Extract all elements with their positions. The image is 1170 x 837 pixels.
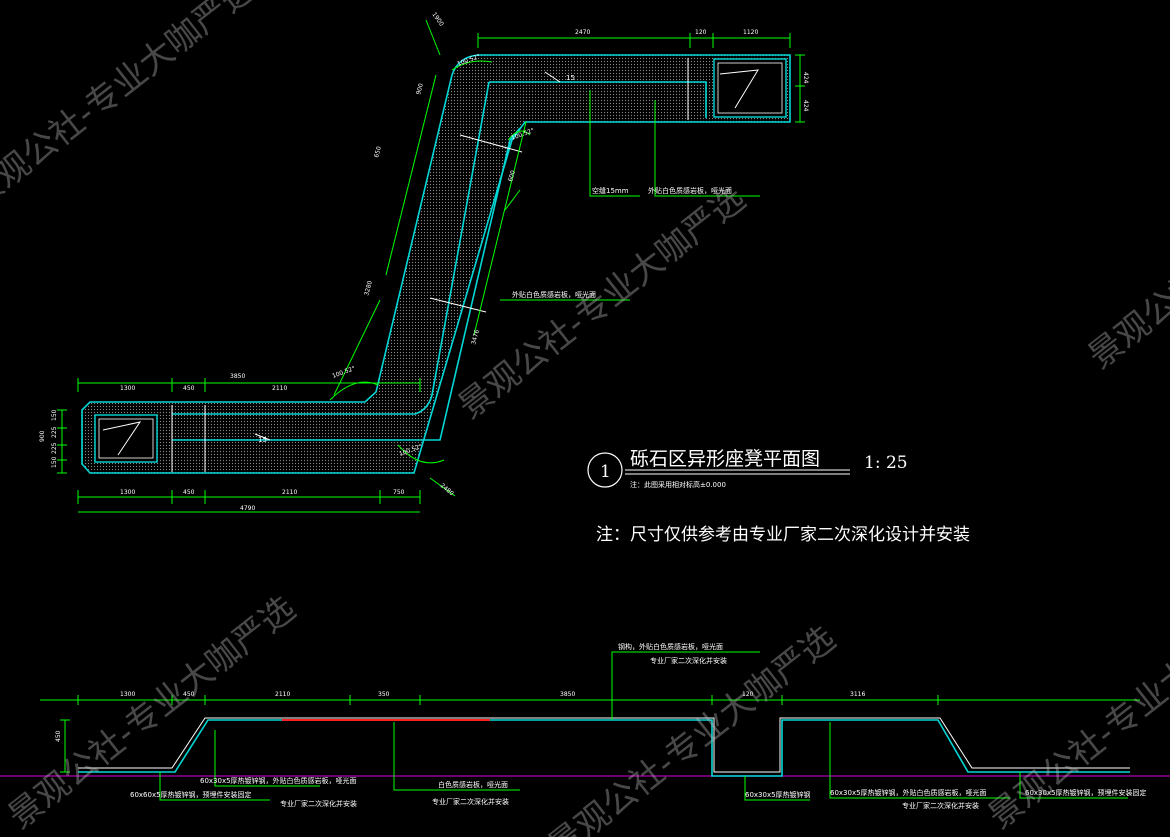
leader-b5 bbox=[829, 722, 1010, 799]
sec-dim-h: 450 bbox=[55, 730, 62, 742]
slope-label-bot: 15 bbox=[258, 436, 267, 444]
label-finish-top: 外贴白色质感岩板，哑光面 bbox=[648, 186, 732, 195]
dim-c650: 650 bbox=[373, 145, 383, 158]
sec-label-b6a: 60x30x5厚热镀锌钢，预埋件安装固定 bbox=[1025, 788, 1147, 797]
planter-inner-top bbox=[717, 62, 783, 114]
drawing-title: 砾石区异形座凳平面图 bbox=[630, 448, 820, 470]
sec-label-b5b: 专业厂家二次深化并安装 bbox=[902, 801, 979, 810]
planter-mark-top bbox=[719, 69, 759, 109]
sec-dim-s3: 2110 bbox=[275, 691, 290, 698]
sec-label-b3b: 专业厂家二次深化并安装 bbox=[432, 797, 509, 806]
planter-inner-left bbox=[98, 418, 154, 459]
leader-b1b bbox=[159, 772, 270, 801]
seam-1 bbox=[459, 134, 523, 153]
plan-dimension-lines bbox=[57, 19, 805, 513]
sec-dim-s2: 450 bbox=[183, 691, 195, 698]
sec-label-b4a: 60x30x5厚热镀锌钢 bbox=[745, 790, 811, 799]
slope-arrow-bot bbox=[254, 433, 271, 441]
dim-right-b: 424 bbox=[802, 100, 809, 112]
leader-finish-top bbox=[654, 100, 760, 197]
dim-top-450: 450 bbox=[183, 385, 195, 392]
section-dim-line bbox=[40, 695, 1140, 705]
sec-dim-s7: 3116 bbox=[850, 691, 865, 698]
leader-b3 bbox=[393, 722, 520, 791]
drawing-remark: 注：尺寸仅供参考由专业厂家二次深化设计并安装 bbox=[596, 525, 970, 545]
dim-bot-450: 450 bbox=[183, 489, 195, 496]
section-view: 450 1300 450 2110 350 3850 120 3116 钢构，外… bbox=[0, 642, 1170, 810]
dim-top-120: 120 bbox=[695, 29, 707, 36]
dim-v-a: 150 bbox=[51, 409, 58, 421]
plan-view: 15 15 2470 120 1120 424 424 1900 100.52° bbox=[39, 11, 809, 513]
inner-edge-right bbox=[172, 127, 521, 441]
section-profile-outer bbox=[78, 719, 1130, 777]
planter-box-left bbox=[94, 414, 158, 463]
sec-dim-s4: 350 bbox=[378, 691, 390, 698]
seam-2 bbox=[429, 297, 487, 313]
dim-bot-1300: 1300 bbox=[120, 489, 135, 496]
leader-b1 bbox=[214, 730, 320, 787]
sec-label-top-1: 钢构，外贴白色质感岩板，哑光面 bbox=[618, 642, 723, 651]
dim-right-a: 424 bbox=[802, 72, 809, 84]
title-block: 1 砾石区异形座凳平面图 1: 25 注：此图采用相对标高±0.000 注：尺寸… bbox=[587, 448, 970, 545]
index-circle bbox=[587, 452, 623, 488]
inner-edge-left bbox=[172, 81, 490, 415]
label-finish-mid: 外贴白色质感岩板，哑光面 bbox=[512, 290, 596, 299]
drawing-subnote: 注：此图采用相对标高±0.000 bbox=[630, 480, 726, 489]
sec-label-b5a: 60x30x5厚热镀锌钢，外贴白色质感岩板，哑光面 bbox=[830, 788, 987, 797]
leader-b4 bbox=[744, 776, 810, 801]
dim-c600: 600 bbox=[507, 169, 517, 182]
drawing-scale: 1: 25 bbox=[864, 453, 908, 473]
slope-label-top: 15 bbox=[566, 74, 575, 82]
sec-dim-s5: 3850 bbox=[560, 691, 575, 698]
leader-b6 bbox=[1019, 772, 1128, 799]
dim-v-total: 900 bbox=[39, 430, 46, 442]
dim-v-c: 225 bbox=[51, 442, 58, 454]
dim-v-b: 225 bbox=[51, 426, 58, 438]
dim-bot-2110: 2110 bbox=[282, 489, 297, 496]
sec-label-top-2: 专业厂家二次深化并安装 bbox=[650, 656, 727, 665]
section-height-line bbox=[60, 719, 70, 773]
dim-right-mid: 3476 bbox=[470, 329, 481, 346]
label-gap: 空缝15mm bbox=[592, 186, 629, 195]
dim-bot-750: 750 bbox=[393, 489, 405, 496]
sec-dim-s1: 1300 bbox=[120, 691, 135, 698]
sec-label-b3a: 白色质感岩板，哑光面 bbox=[438, 780, 508, 789]
index-number: 1 bbox=[600, 462, 611, 482]
leader-sec-top bbox=[611, 651, 760, 720]
leader-gap bbox=[589, 90, 640, 197]
dim-top-2110: 2110 bbox=[272, 385, 287, 392]
slope-arrow-top bbox=[544, 71, 561, 83]
dim-left-b: 3280 bbox=[363, 280, 374, 297]
dim-top-3850: 3850 bbox=[230, 373, 245, 380]
section-profile-inner bbox=[78, 717, 1130, 773]
sec-label-b2a: 专业厂家二次深化并安装 bbox=[280, 799, 357, 808]
dim-top-1300: 1300 bbox=[120, 385, 135, 392]
dim-top-1120: 1120 bbox=[743, 29, 758, 36]
sec-dim-s6: 120 bbox=[742, 691, 754, 698]
dim-top-2470: 2470 bbox=[575, 29, 590, 36]
sec-label-b1a: 60x30x5厚热镀锌钢，外贴白色质感岩板，哑光面 bbox=[200, 776, 357, 785]
inner-edge-top bbox=[489, 81, 707, 118]
bench-plan-outline bbox=[81, 54, 791, 474]
planter-box-top bbox=[713, 58, 787, 118]
dim-v-d: 150 bbox=[51, 456, 58, 468]
dim-left-a: 900 bbox=[415, 82, 425, 95]
planter-mark-left bbox=[102, 421, 142, 456]
dim-bot-total: 4790 bbox=[240, 505, 255, 512]
sec-label-b1b: 60x60x5厚热镀锌钢，预埋件安装固定 bbox=[130, 790, 252, 799]
